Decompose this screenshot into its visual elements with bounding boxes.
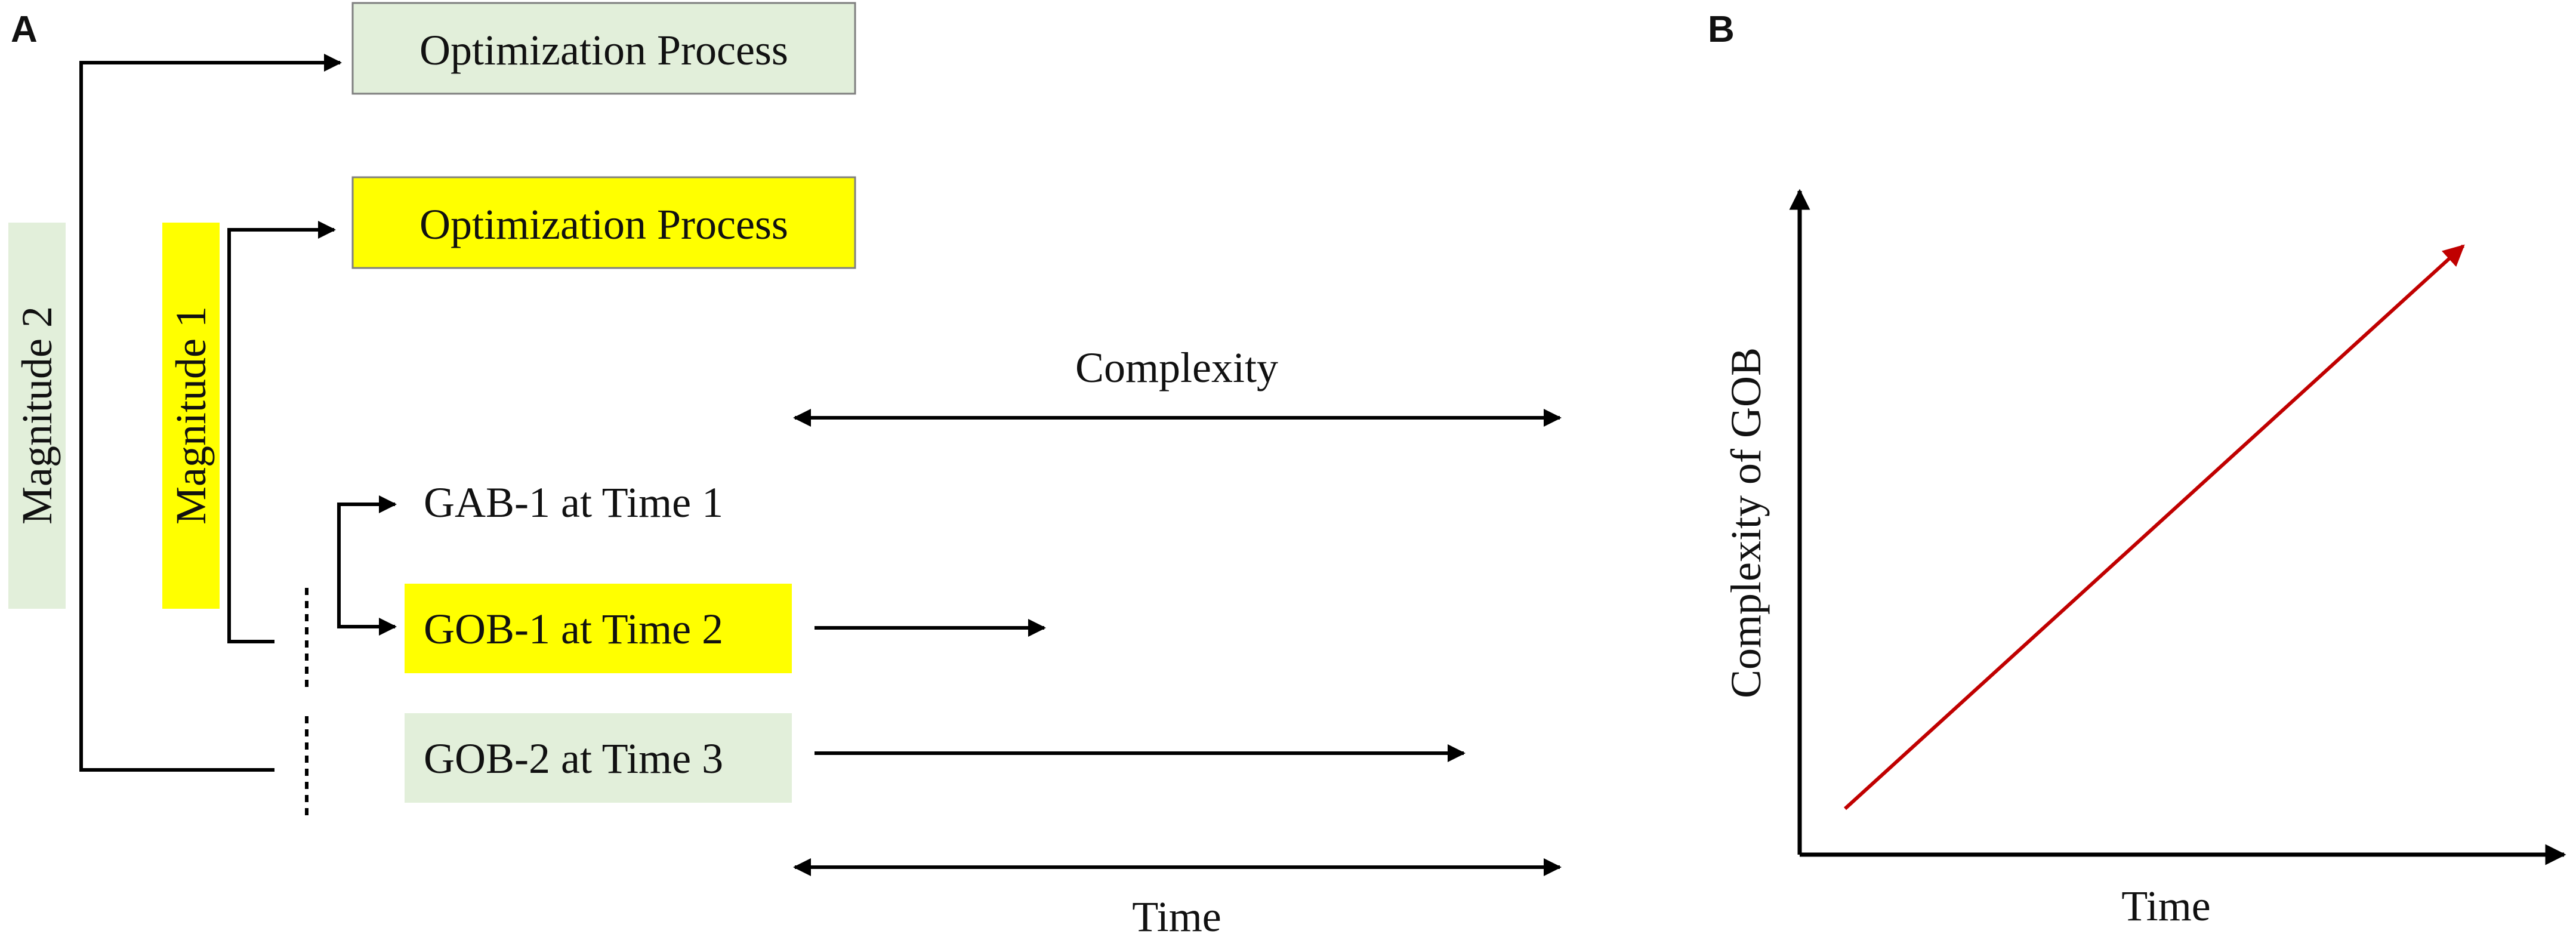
gob-2-label: GOB-2 at Time 3 [424,735,723,782]
complexity-trend-arrow [1843,244,2465,810]
gab-to-gob-bracket [337,495,397,628]
panel-b: B Complexity of GOB Time [1708,9,2566,930]
gob-2-box [405,713,792,803]
gab-1-label: GAB-1 at Time 1 [424,479,723,526]
magnitude-2-band [8,223,66,609]
magnitude-2-label: Magnitude 2 [13,306,61,525]
optimization-process-mid-label: Optimization Process [419,201,788,248]
panel-a-label: A [11,9,38,50]
gob-1-label: GOB-1 at Time 2 [424,605,723,653]
y-axis-label: Complexity of GOB [1722,347,1770,698]
panel-a: A Optimization Process Optimization Proc… [8,2,1562,937]
complexity-label: Complexity [1075,344,1278,392]
bracket-arrow-magnitude-2 [79,54,342,772]
optimization-process-top-label: Optimization Process [419,26,788,74]
bracket-arrow-magnitude-1 [227,221,336,643]
time-label: Time [1132,893,1221,937]
panel-b-label: B [1708,9,1735,50]
optimization-process-box-top [351,2,856,95]
gob-1-box [405,584,792,673]
optimization-process-box-mid [351,176,856,269]
x-axis-label: Time [2121,882,2210,930]
magnitude-1-label: Magnitude 1 [167,306,215,525]
magnitude-1-band [162,223,220,609]
